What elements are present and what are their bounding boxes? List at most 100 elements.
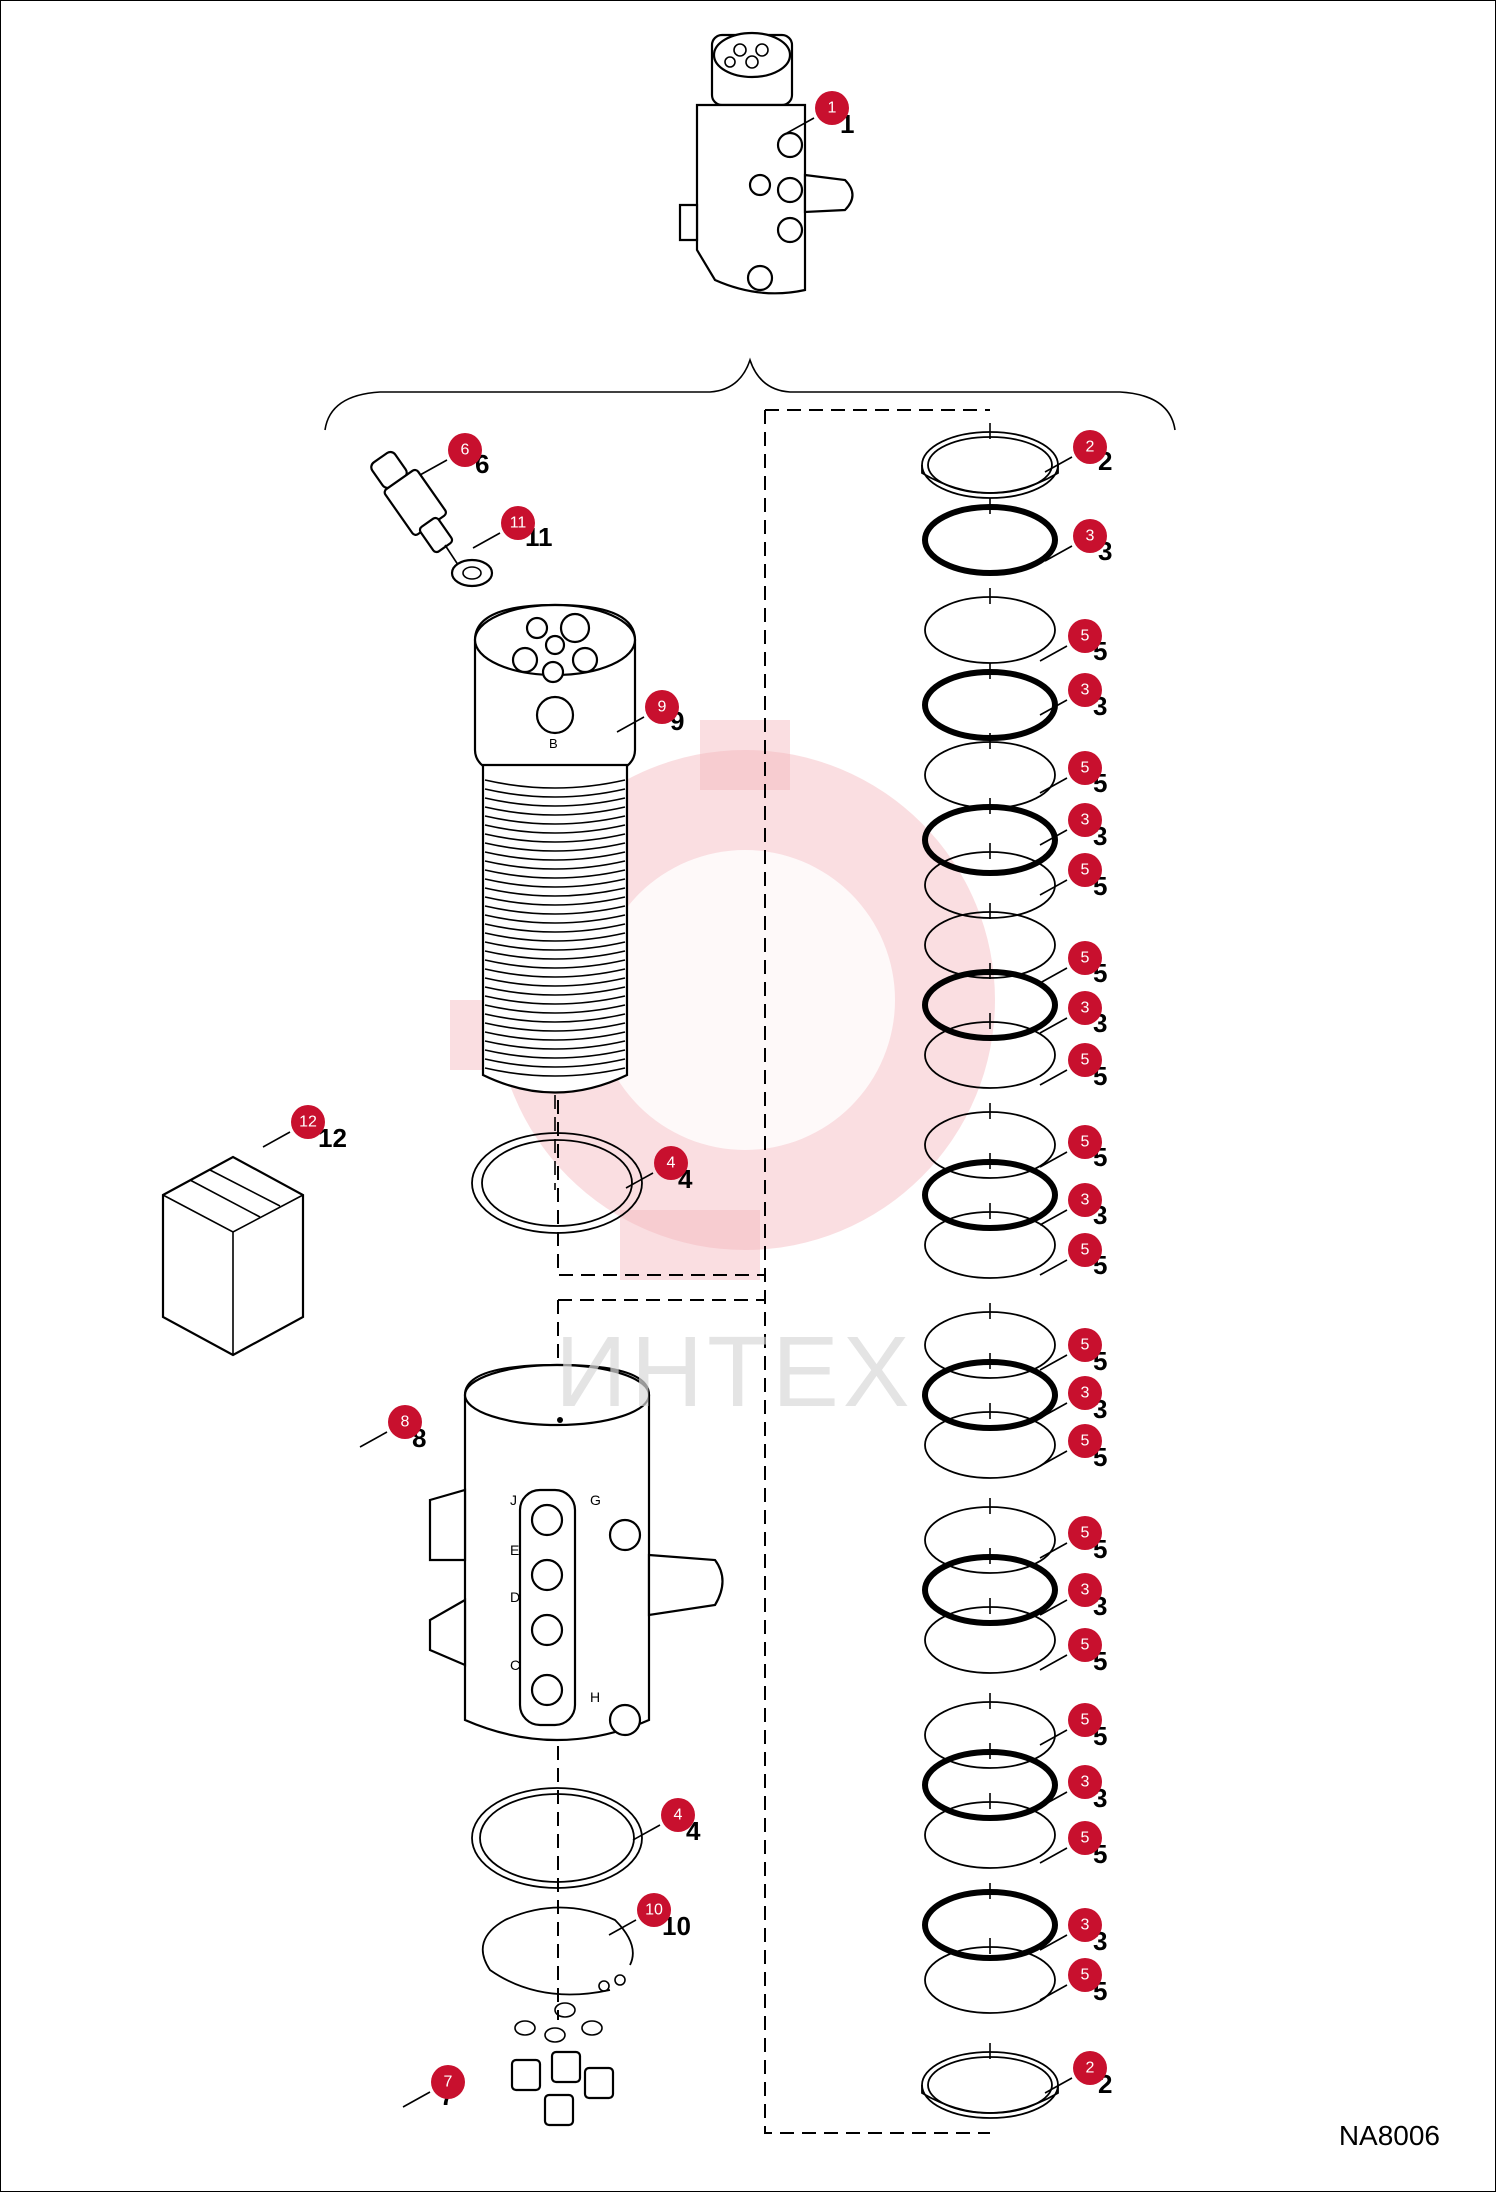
- groove-line: [484, 914, 626, 924]
- callout-leader: [1039, 1654, 1068, 1671]
- callout-badge-label: 5: [1081, 1830, 1090, 1847]
- callout-badge-label: 6: [461, 442, 470, 459]
- groove-line: [484, 1067, 626, 1077]
- callout-leader: [1039, 1791, 1068, 1808]
- callout-badge: [1068, 619, 1102, 653]
- callout-badge-label: 3: [1086, 528, 1095, 545]
- callout-badge-label: 4: [674, 1807, 683, 1824]
- callout-badge-label: 2: [1086, 439, 1095, 456]
- callout-leader: [1039, 1729, 1068, 1746]
- port-letter: D: [510, 1589, 520, 1605]
- callout-badge: [1068, 1125, 1102, 1159]
- assembly-brace: [324, 357, 1176, 431]
- backup-ring: [924, 1411, 1056, 1479]
- callout-badge-label: 5: [1081, 950, 1090, 967]
- callout-badge: [1068, 1703, 1102, 1737]
- callout-badge-label: 3: [1081, 812, 1090, 829]
- snap-ring: [481, 1906, 634, 1996]
- groove-line: [484, 905, 626, 915]
- steel-ring-side: [921, 2085, 1059, 2114]
- groove-line: [484, 887, 626, 897]
- callout-badge: [1068, 1233, 1102, 1267]
- callout-badge-label: 1: [828, 100, 837, 117]
- callout-badge: [1073, 519, 1107, 553]
- groove-line: [484, 869, 626, 879]
- callout-badge-label: 3: [1081, 1385, 1090, 1402]
- callout-badge: [1068, 1765, 1102, 1799]
- callout-badge-label: 5: [1081, 1337, 1090, 1354]
- callout-badge-label: 5: [1081, 628, 1090, 645]
- callout-badge: [1068, 1424, 1102, 1458]
- callout-leader: [1039, 1069, 1068, 1086]
- callout-leader: [1039, 1209, 1068, 1226]
- o-ring: [922, 804, 1058, 876]
- callout-badge-label: 3: [1081, 1192, 1090, 1209]
- callout-badge: [1068, 1573, 1102, 1607]
- callout-badge: [1068, 1328, 1102, 1362]
- callout-leader: [1039, 1984, 1068, 2001]
- callout-badge-label: 8: [401, 1414, 410, 1431]
- callout-leader: [402, 2091, 431, 2108]
- seal-ring-upper: [471, 1132, 643, 1234]
- port-letter: J: [510, 1492, 517, 1508]
- callout-leader: [1039, 1017, 1068, 1034]
- callout-badge-label: 5: [1081, 760, 1090, 777]
- callout-badge: [1068, 853, 1102, 887]
- steel-ring: [921, 431, 1059, 499]
- callout-badge: [1068, 1821, 1102, 1855]
- callout-badge-label: 11: [510, 515, 527, 532]
- groove-line: [484, 932, 626, 942]
- swivel-housing-part: J G E D C H B: [428, 736, 724, 1742]
- callout-badge: [1068, 1183, 1102, 1217]
- callout-leader: [625, 1172, 654, 1189]
- groove-line: [484, 986, 626, 996]
- port-letter: G: [590, 1492, 601, 1508]
- backup-ring: [924, 596, 1056, 664]
- callout-leader: [1039, 1599, 1068, 1616]
- groove-line: [484, 1049, 626, 1059]
- callout-badge-label: 3: [1081, 682, 1090, 699]
- callout-leader: [262, 1131, 291, 1148]
- backup-ring: [924, 1606, 1056, 1674]
- seal-kit-box: [161, 1155, 305, 1357]
- callout-badge-label: 3: [1081, 1582, 1090, 1599]
- callout-badge: [291, 1105, 325, 1139]
- groove-line: [484, 950, 626, 960]
- callout-badge: [501, 506, 535, 540]
- callout-badge-label: 7: [444, 2074, 453, 2091]
- callout-badge-label: 5: [1081, 1052, 1090, 1069]
- callout-badge-label: 3: [1081, 1917, 1090, 1934]
- seal-ring-lower: [471, 1787, 643, 1889]
- groove-line: [484, 842, 626, 852]
- callout-leader: [1044, 2077, 1073, 2094]
- groove-line: [484, 860, 626, 870]
- callout-badge-label: 12: [299, 1114, 317, 1131]
- groove-line: [484, 923, 626, 933]
- callout-badge: [1068, 1908, 1102, 1942]
- callout-badge-label: 5: [1081, 1712, 1090, 1729]
- groove-line: [484, 1013, 626, 1023]
- groove-line: [484, 788, 626, 798]
- swivel-shaft-part: [473, 603, 637, 1190]
- callout-badge-label: 5: [1081, 1525, 1090, 1542]
- shaft-grooves: [484, 779, 626, 1077]
- callout-badge: [1073, 430, 1107, 464]
- callout-badge: [1068, 1043, 1102, 1077]
- backup-ring: [924, 1211, 1056, 1279]
- callout-badge-label: 3: [1081, 1774, 1090, 1791]
- callout-badge-label: 5: [1081, 1134, 1090, 1151]
- groove-line: [484, 977, 626, 987]
- groove-line: [484, 1004, 626, 1014]
- callout-badge: [637, 1893, 671, 1927]
- groove-line: [484, 1058, 626, 1068]
- callout-leader: [472, 532, 501, 549]
- callout-badge-label: 4: [667, 1155, 676, 1172]
- groove-line: [484, 896, 626, 906]
- figure-code: NA8006: [1338, 2120, 1440, 2151]
- callout-leader: [616, 716, 645, 733]
- groove-line: [484, 815, 626, 825]
- callout-badge: [1068, 1376, 1102, 1410]
- groove-line: [484, 824, 626, 834]
